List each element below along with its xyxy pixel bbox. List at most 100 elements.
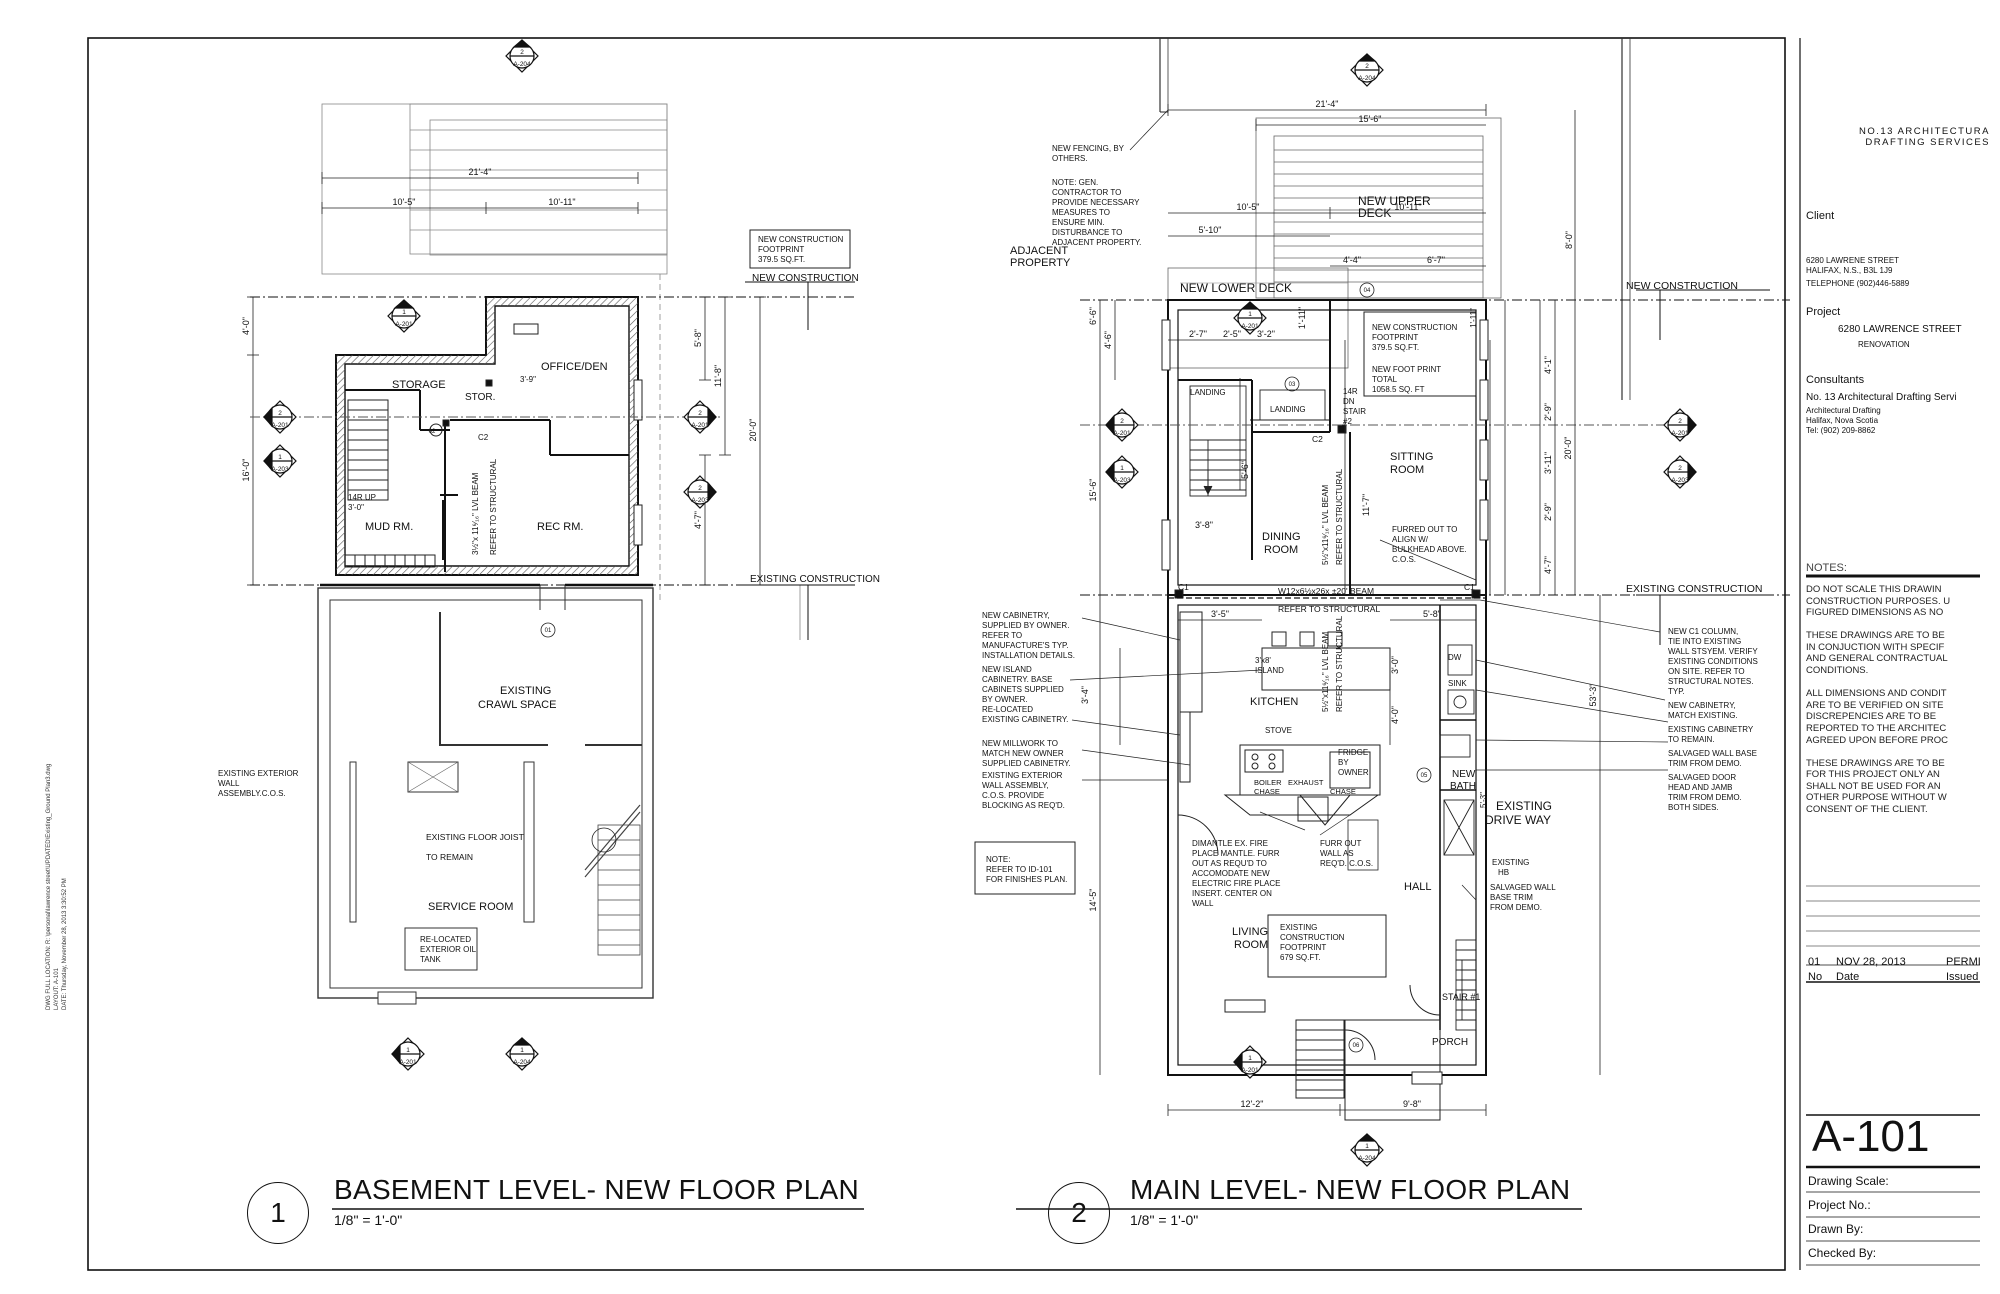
basement-labels: STORAGE STOR. OFFICE/DEN MUD RM. REC RM.… <box>365 361 608 913</box>
marker-num: 1 <box>402 309 406 316</box>
client-line: TELEPHONE (902)446-5889 <box>1806 279 1910 288</box>
plan2-title: MAIN LEVEL- NEW FLOOR PLAN <box>1130 1174 1571 1205</box>
room-landing-2: LANDING <box>1270 405 1306 414</box>
dim-text: 3'-8" <box>1195 520 1213 530</box>
section-marker-labels-plan2: 2A-204 1A-201 2A-201 1A-203 2A-201 2A-20… <box>1113 63 1689 1162</box>
gen-note-0: NOTE: GEN. <box>1052 178 1098 187</box>
door-01: 01 <box>545 628 552 634</box>
dim-text: 15'-6" <box>1088 479 1098 502</box>
fridge-2: BY <box>1338 758 1349 767</box>
main-level-notes: NEW FENCING, BY OTHERS. NOTE: GEN. CONTR… <box>982 144 1763 962</box>
rev-header-no: No <box>1808 971 1823 983</box>
room-mud: MUD RM. <box>365 521 413 533</box>
left-note-line: EXISTING CABINETRY. <box>982 715 1068 724</box>
main-level-dimensions: 21'-4" 15'-6" 10'-5" 10'-11" 5'-10" 4'-4… <box>1080 99 1598 1109</box>
firm-line-1: NO.13 ARCHITECTURA <box>1859 126 1990 137</box>
left-note-line: MANUFACTURE'S TYP. <box>982 641 1069 650</box>
id-note-line: NOTE: <box>986 855 1010 864</box>
c1-label-a: C1 <box>1178 582 1189 592</box>
marker-num: 1 <box>1365 1143 1369 1150</box>
dismantle-line: ACCOMODATE NEW <box>1192 869 1270 878</box>
stamp-line: DATE: Thursday, November 28, 2013 3:30:5… <box>61 878 68 1010</box>
basement-plan <box>247 103 855 1005</box>
rev-date: NOV 28, 2013 <box>1836 956 1906 968</box>
firm-name: NO.13 ARCHITECTURA DRAFTING SERVICES <box>1830 126 1990 149</box>
gen-note-3: MEASURES TO <box>1052 208 1110 217</box>
titleblock-lines <box>332 574 1980 1266</box>
dim-text: 4'-0" <box>241 317 251 335</box>
door-03: 03 <box>1289 382 1296 388</box>
marker-num: 2 <box>698 410 702 417</box>
plan1-title: BASEMENT LEVEL- NEW FLOOR PLAN <box>334 1174 860 1205</box>
oil-note-3: TANK <box>420 955 441 964</box>
room-upper-deck-1: NEW UPPER <box>1358 194 1431 208</box>
client-line: 6280 LAWRENE STREET <box>1806 256 1900 265</box>
left-note-line: SUPPLIED CABINETRY. <box>982 759 1071 768</box>
rev-header-issued: Issued <box>1946 971 1979 983</box>
furred-line: C.O.S. <box>1392 555 1416 564</box>
sheet-number: A-101 <box>1812 1112 1930 1161</box>
refer-2: REFER TO STRUCTURAL <box>1335 615 1344 712</box>
room-upper-deck-2: DECK <box>1358 206 1391 220</box>
client-line: HALIFAX, N.S., B3L 1J9 <box>1806 266 1893 275</box>
marker-num: 1 <box>406 1047 410 1054</box>
marker-sheet: A-204 <box>513 61 531 68</box>
footprint-line: TOTAL <box>1372 375 1398 384</box>
existing-fp-line: FOOTPRINT <box>1280 943 1326 952</box>
dim-text: 4'-4" <box>1343 255 1361 265</box>
door-05: 05 <box>1421 773 1428 779</box>
lvl-beam-2: 5½"x11⁶⁄₁₆" LVL BEAM <box>1321 632 1330 712</box>
joist-note-2: TO REMAIN <box>426 852 473 862</box>
room-crawl-1: EXISTING <box>500 685 551 697</box>
room-storage: STORAGE <box>392 379 446 391</box>
room-service: SERVICE ROOM <box>428 901 513 913</box>
right-note-line: TO REMAIN. <box>1668 735 1715 744</box>
existing-fp-line: CONSTRUCTION <box>1280 933 1345 942</box>
dim-text: 9'-8" <box>1403 1099 1421 1109</box>
dismantle-line: DIMANTLE EX. FIRE <box>1192 839 1268 848</box>
room-landing: LANDING <box>1190 388 1226 397</box>
footprint-line: FOOTPRINT <box>1372 333 1418 342</box>
footprint-note-1: NEW CONSTRUCTION <box>758 235 844 244</box>
field-drawing-scale: Drawing Scale: <box>1808 1174 1889 1188</box>
gen-note-1: CONTRACTOR TO <box>1052 188 1121 197</box>
dim-text: 4'-0" <box>1390 706 1400 724</box>
dim-text: 6'-6" <box>1088 307 1098 325</box>
dim-text: 3'-0" <box>348 503 364 512</box>
gen-note-6: ADJACENT PROPERTY. <box>1052 238 1141 247</box>
dismantle-line: INSERT. CENTER ON <box>1192 889 1272 898</box>
file-location-stamp: DWG FULL LOCATION: R: \personal\lawrence… <box>46 750 69 1010</box>
consultant-block: Architectural Drafting Halifax, Nova Sco… <box>1806 406 1990 436</box>
furred-line: BULKHEAD ABOVE. <box>1392 545 1467 554</box>
field-checked-by: Checked By: <box>1808 1246 1877 1260</box>
furr-line: WALL AS <box>1320 849 1354 858</box>
dim-text: 11'-8" <box>713 365 723 387</box>
dim-text: 4'-1" <box>1543 356 1553 374</box>
project-label: Project <box>1806 306 1841 318</box>
right-note-line: BOTH SIDES. <box>1668 803 1719 812</box>
marker-sheet: A-201 <box>271 422 289 429</box>
marker-num: 2 <box>1678 418 1682 425</box>
rev-header-date: Date <box>1836 971 1860 983</box>
marker-num: 1 <box>520 1047 524 1054</box>
dim-text: 1'-11" <box>1297 307 1307 329</box>
marker-sheet: A-203 <box>271 466 289 473</box>
gen-note-5: DISTURBANCE TO <box>1052 228 1122 237</box>
right-note-line: STRUCTURAL NOTES. <box>1668 677 1754 686</box>
marker-num: 2 <box>278 410 282 417</box>
exhaust-1: EXHAUST <box>1288 778 1324 787</box>
furr-line: REQ'D. C.O.S. <box>1320 859 1373 868</box>
left-note-line: NEW MILLWORK TO <box>982 739 1058 748</box>
bath-1: NEW <box>1452 769 1476 780</box>
oil-note-1: RE-LOCATED <box>420 935 471 944</box>
room-porch: PORCH <box>1432 1037 1468 1048</box>
salvaged-base-line: BASE TRIM <box>1490 893 1533 902</box>
footprint-line: 379.5 SQ.FT. <box>1372 343 1419 352</box>
section-markers-plan1 <box>263 39 717 1071</box>
room-dining-2: ROOM <box>1264 544 1298 556</box>
marker-sheet: A-204 <box>513 1059 531 1066</box>
marker-num: 2 <box>1678 465 1682 472</box>
dim-text: 14'-5" <box>1088 889 1098 912</box>
left-note-line: MATCH NEW OWNER <box>982 749 1064 758</box>
